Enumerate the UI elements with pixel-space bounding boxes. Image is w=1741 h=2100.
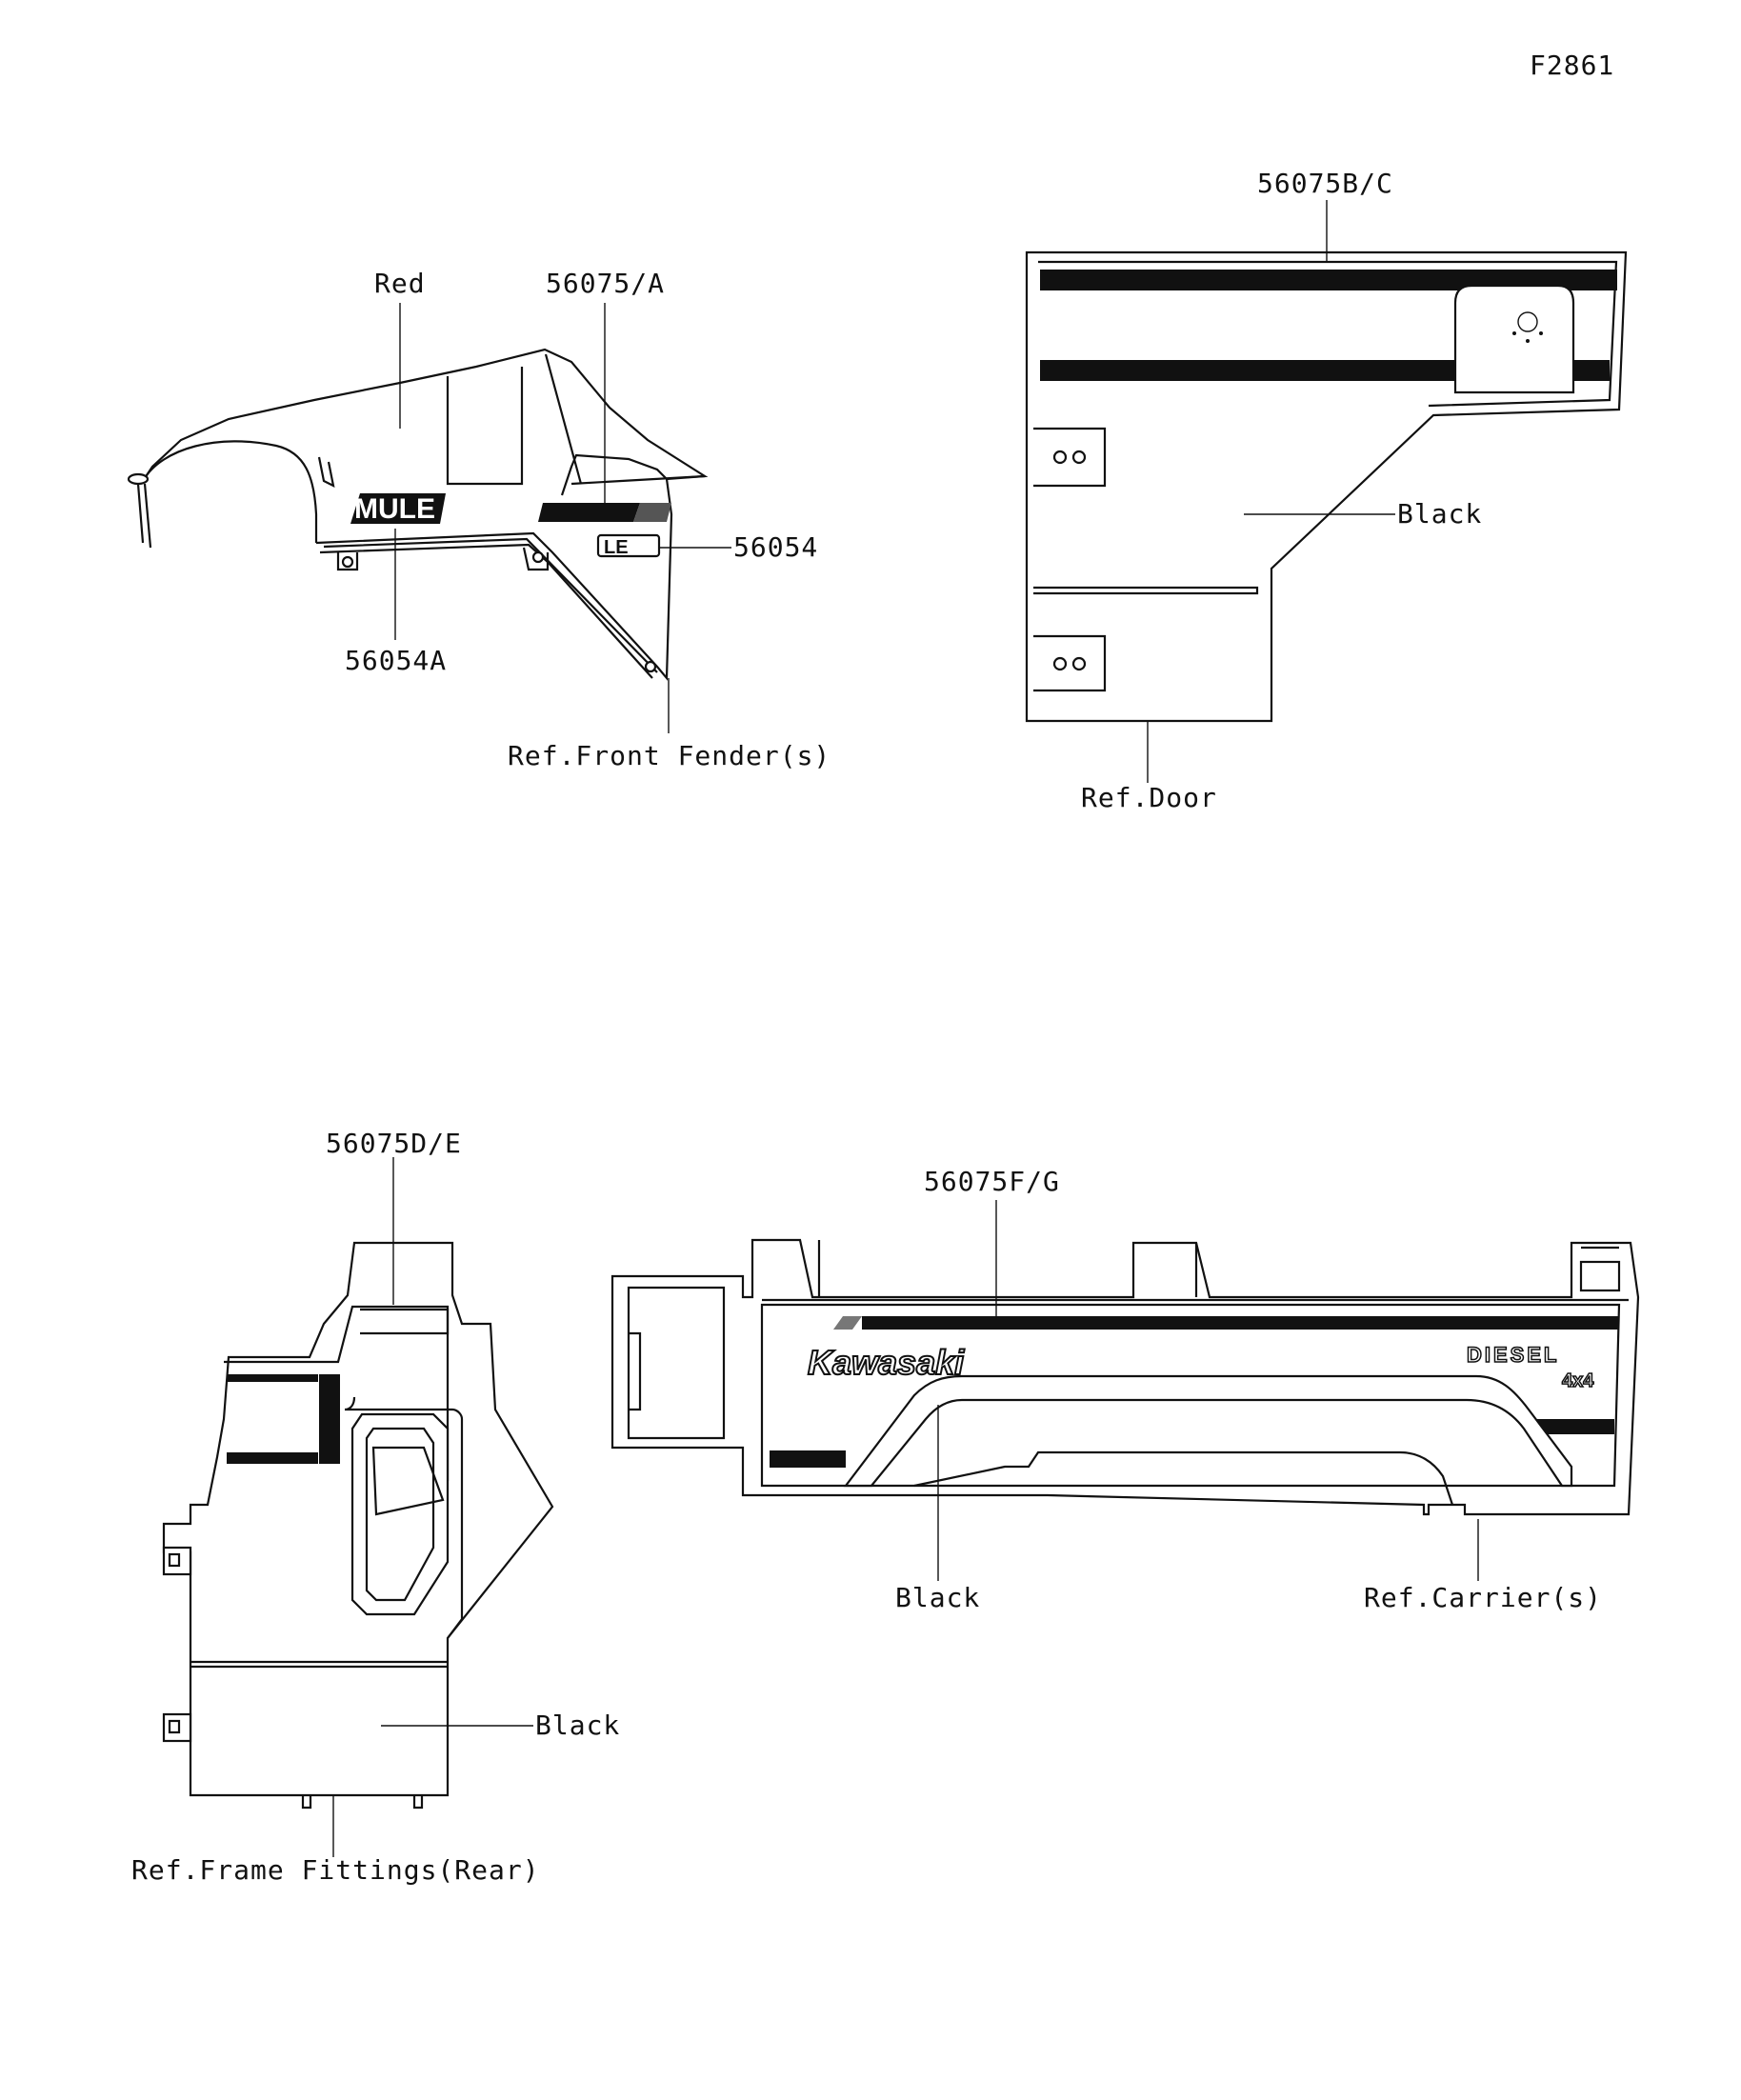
label-red: Red bbox=[374, 268, 426, 299]
label-56075fg: 56075F/G bbox=[924, 1166, 1060, 1197]
label-56054a: 56054A bbox=[345, 645, 447, 676]
le-badge-text: LE bbox=[604, 537, 629, 558]
label-ref-carrier: Ref.Carrier(s) bbox=[1364, 1582, 1602, 1613]
kawasaki-logo-text: Kawasaki bbox=[808, 1343, 965, 1382]
label-ref-door: Ref.Door bbox=[1081, 782, 1217, 813]
badge-decal-56075a bbox=[538, 503, 671, 522]
label-ref-front-fender: Ref.Front Fender(s) bbox=[508, 740, 830, 771]
door-drawing bbox=[1025, 250, 1628, 723]
label-56075de: 56075D/E bbox=[326, 1128, 462, 1159]
diesel-text: DIESEL bbox=[1467, 1343, 1559, 1367]
front-fender-drawing bbox=[127, 348, 709, 681]
le-badge-decal: LE bbox=[596, 533, 661, 558]
label-56075bc: 56075B/C bbox=[1257, 168, 1393, 199]
label-door-black: Black bbox=[1397, 498, 1482, 530]
carrier-drawing bbox=[610, 1238, 1640, 1516]
label-frame-black: Black bbox=[535, 1710, 620, 1741]
mule-logo-text: MULE bbox=[354, 493, 435, 525]
label-56075a: 56075/A bbox=[546, 268, 665, 299]
figure-code: F2861 bbox=[1530, 50, 1614, 81]
frame-panel-drawing bbox=[162, 1241, 554, 1810]
four-by-four-text: 4x4 bbox=[1562, 1370, 1594, 1391]
label-carrier-black: Black bbox=[895, 1582, 980, 1613]
label-56054: 56054 bbox=[733, 531, 818, 563]
diesel-badge-decal: DIESEL 4x4 bbox=[1466, 1342, 1595, 1392]
kawasaki-logo-decal: Kawasaki bbox=[807, 1342, 966, 1383]
label-ref-frame-fittings: Ref.Frame Fittings(Rear) bbox=[131, 1854, 540, 1886]
mule-logo-decal: MULE bbox=[350, 493, 446, 525]
